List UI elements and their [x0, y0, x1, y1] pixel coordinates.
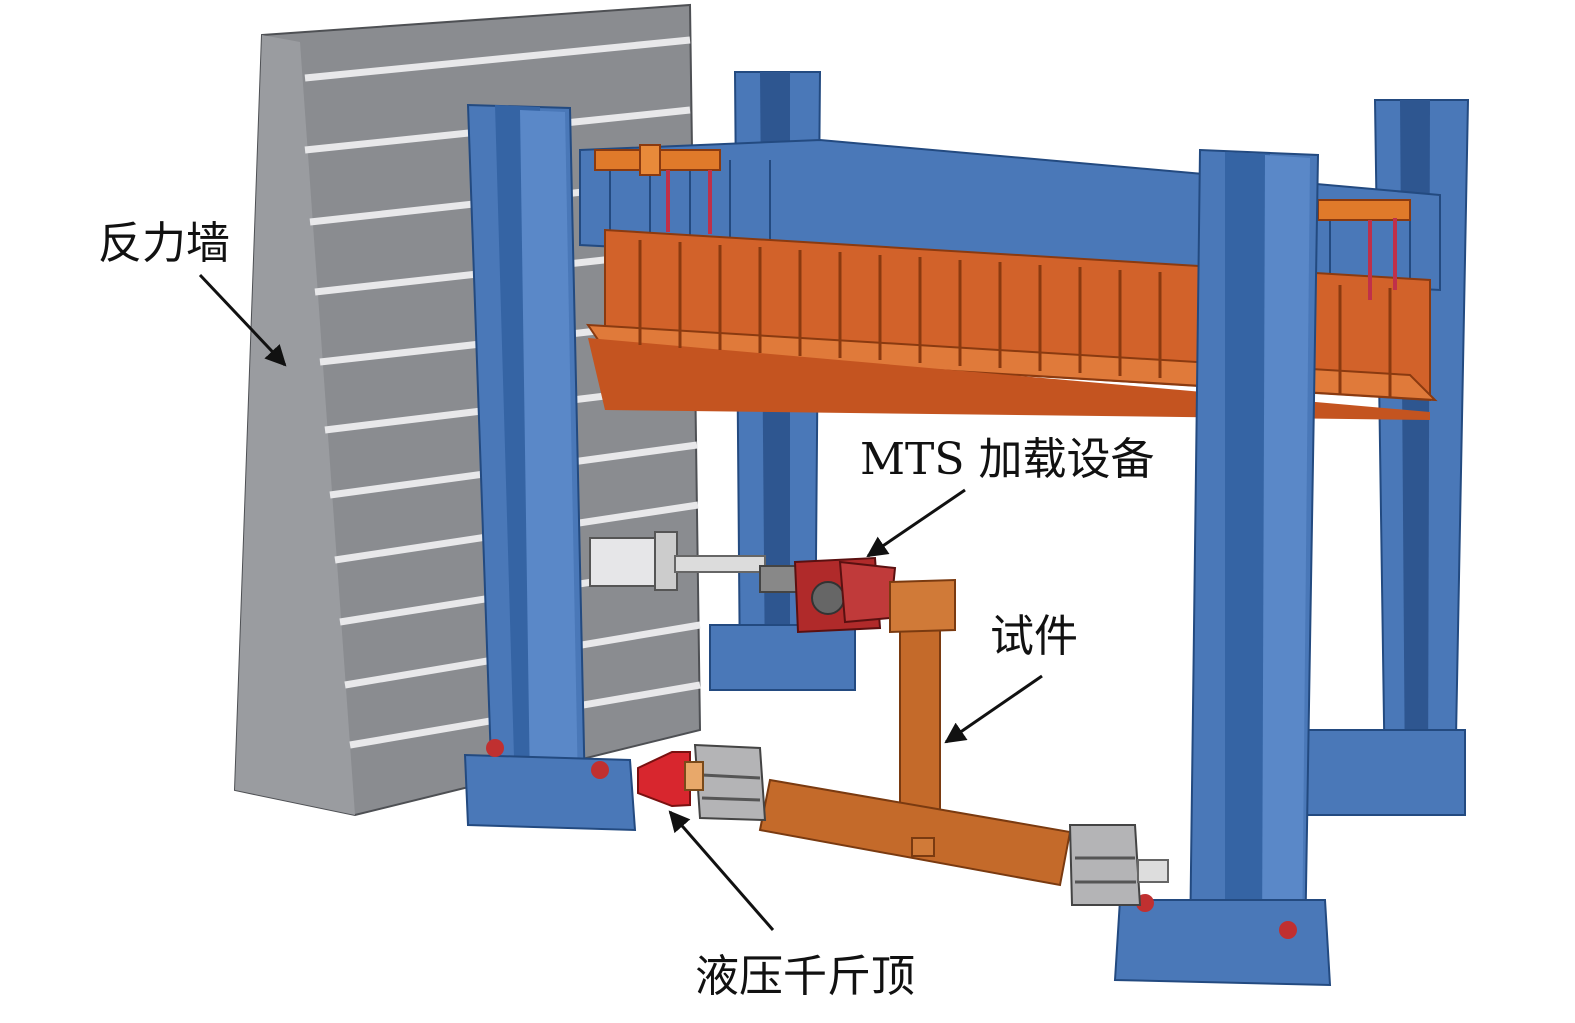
hydraulic-jack	[637, 751, 704, 808]
arrow-reaction-wall	[198, 273, 287, 367]
label-hydraulic-jack: 液压千斤顶	[695, 951, 915, 1002]
specimen-end-block-left	[693, 743, 767, 822]
mts-actuator	[589, 531, 897, 634]
arrow-jack	[668, 810, 775, 931]
column-front-left	[463, 103, 637, 832]
label-specimen: 试件	[990, 611, 1078, 662]
arrow-mts	[866, 488, 966, 558]
label-mts-loading: MTS 加载设备	[860, 434, 1155, 485]
specimen	[758, 578, 1072, 887]
beam-hangers	[594, 144, 1411, 300]
arrow-specimen	[944, 674, 1043, 744]
specimen-end-block-right	[1068, 824, 1169, 906]
column-front-right	[1113, 148, 1332, 987]
leader-arrows	[198, 273, 1043, 931]
label-reaction-wall: 反力墙	[98, 218, 230, 269]
